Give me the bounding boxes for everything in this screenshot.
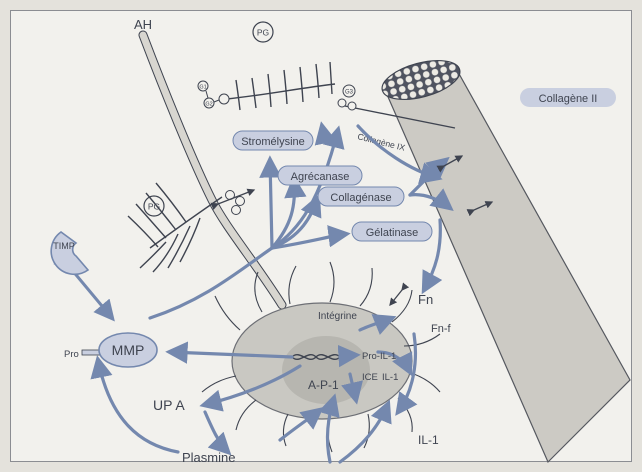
pg-top-badge: PG bbox=[253, 22, 273, 42]
svg-text:G3: G3 bbox=[345, 90, 354, 96]
ap1-label: A-P-1 bbox=[308, 378, 339, 392]
pg-link-knots bbox=[226, 191, 245, 215]
svg-text:G1: G1 bbox=[199, 85, 206, 91]
svg-text:MMP: MMP bbox=[112, 342, 145, 358]
svg-text:G2: G2 bbox=[205, 102, 212, 108]
globular-domains: G1 G2 bbox=[198, 81, 229, 108]
il1-inner-label: IL-1 bbox=[382, 372, 398, 383]
svg-text:Gélatinase: Gélatinase bbox=[366, 227, 419, 239]
pg-left-badge: PG bbox=[144, 196, 164, 216]
svg-text:Pro: Pro bbox=[64, 349, 79, 360]
collagenase-pill: Collagénase bbox=[318, 187, 404, 206]
plasmin-label: Plasmine bbox=[182, 450, 235, 465]
stromelysin-pill: Stromélysine bbox=[233, 131, 313, 150]
collagen-ii-fiber bbox=[378, 53, 630, 462]
svg-text:PG: PG bbox=[148, 202, 160, 212]
gelatinase-pill: Gélatinase bbox=[352, 222, 432, 241]
integrin-label: Intégrine bbox=[318, 311, 357, 322]
hyaluronan-strand bbox=[143, 35, 282, 305]
svg-text:PG: PG bbox=[257, 28, 269, 38]
timp-double-arrow bbox=[72, 270, 112, 318]
svg-text:TIMP: TIMP bbox=[53, 241, 75, 251]
proteoglycan-top bbox=[227, 62, 335, 110]
svg-text:Collagène II: Collagène II bbox=[539, 93, 598, 105]
svg-text:Agrécanase: Agrécanase bbox=[291, 171, 350, 183]
il1-label: IL-1 bbox=[418, 433, 439, 447]
timp-shape: TIMP bbox=[51, 232, 88, 274]
aggrecanase-pill: Agrécanase bbox=[278, 166, 362, 185]
collagen-ii-label: Collagène II bbox=[520, 88, 616, 107]
fn-f-label: Fn-f bbox=[431, 323, 452, 335]
ice-label: ICE bbox=[362, 372, 378, 383]
chondrocyte bbox=[202, 262, 440, 452]
mmp-node: Pro MMP bbox=[64, 333, 157, 367]
upa-label: UP A bbox=[153, 397, 185, 413]
svg-text:Stromélysine: Stromélysine bbox=[241, 136, 305, 148]
ah-label: AH bbox=[134, 17, 152, 32]
svg-text:Collagénase: Collagénase bbox=[330, 192, 391, 204]
fn-label: Fn bbox=[418, 292, 433, 307]
pro-il1-label: Pro-IL-1 bbox=[362, 351, 396, 362]
